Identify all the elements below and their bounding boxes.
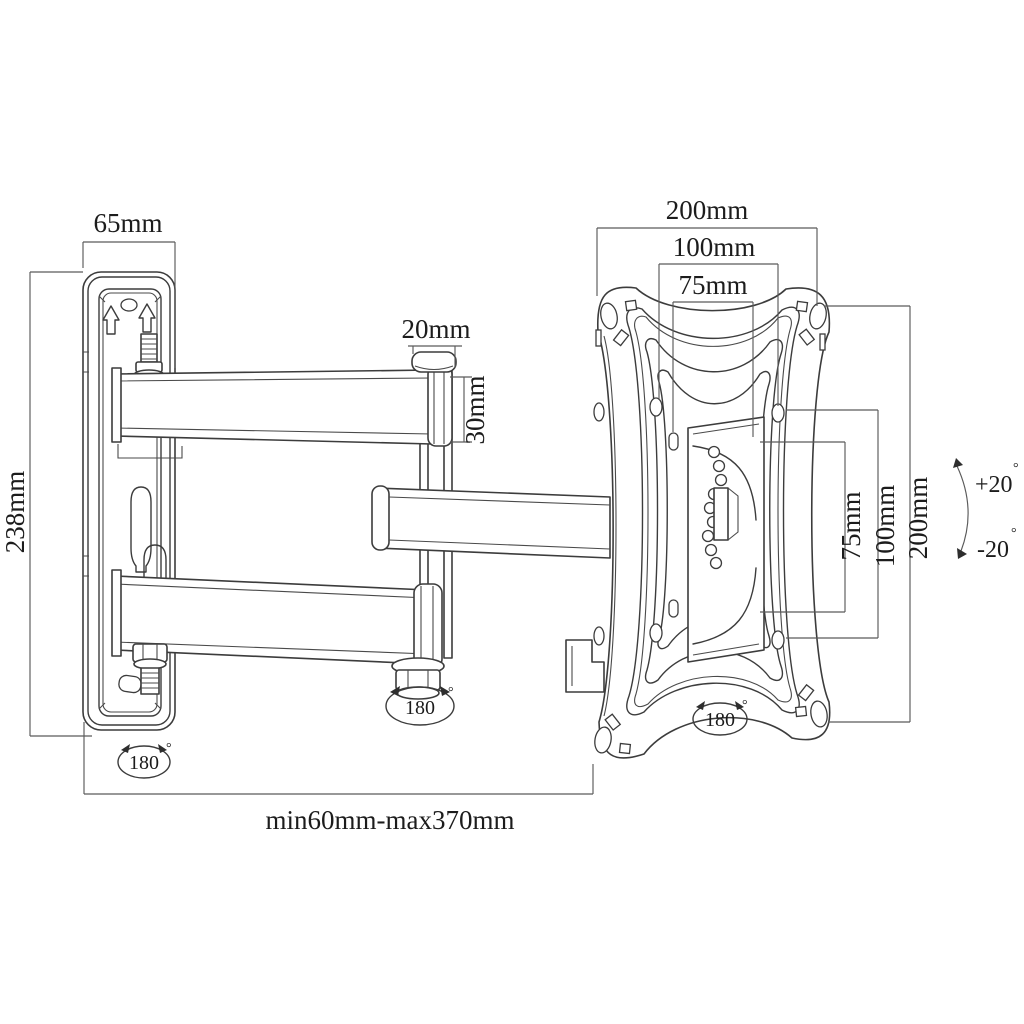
dim-label-100mm-top: 100mm	[673, 232, 756, 262]
dim-vesa-width-75: 75mm	[672, 270, 754, 437]
degree-symbol: °	[742, 698, 748, 713]
vesa-plate	[593, 286, 831, 759]
dim-label-200mm-right: 200mm	[903, 477, 933, 560]
keyhole-slot	[130, 486, 152, 573]
dim-vesa-height-100: 100mm	[786, 409, 900, 639]
dim-label-100mm-right: 100mm	[870, 485, 900, 568]
swivel-wall-label: 180	[129, 752, 159, 774]
dim-extension-range: min60mm-max370mm	[83, 722, 594, 835]
dim-arm-thickness: 30mm	[450, 375, 490, 445]
swivel-indicator-wall: 180 °	[117, 741, 172, 779]
plate-bottom-slot	[118, 674, 142, 694]
plate-oval-hole	[120, 298, 138, 312]
dim-vesa-height-75: 75mm	[760, 441, 866, 613]
vesa-100-holes	[593, 397, 785, 650]
tilt-indicator: +20 ° -20 °	[953, 458, 1019, 563]
dim-label-75mm-right: 75mm	[836, 491, 866, 560]
degree-symbol: °	[166, 741, 172, 756]
locking-hook	[565, 639, 605, 693]
dim-label-75mm-top: 75mm	[678, 270, 747, 300]
lower-arm-bolt	[132, 643, 168, 695]
dim-label-65mm: 65mm	[93, 208, 162, 238]
dim-label-200mm-top: 200mm	[666, 195, 749, 225]
dim-wall-plate-height: 238mm	[0, 271, 92, 737]
extension-arm	[371, 485, 611, 559]
tilt-up-label: +20	[975, 472, 1013, 498]
up-arrow-icon	[102, 303, 156, 335]
dim-vesa-height-200: 200mm	[824, 305, 933, 723]
upper-arm	[111, 351, 457, 459]
swivel-indicator-arm: 180 °	[385, 685, 455, 726]
dim-label-20mm: 20mm	[401, 314, 470, 344]
dim-vesa-width-100: 100mm	[658, 232, 779, 406]
corner-holes	[594, 299, 828, 755]
degree-symbol: °	[448, 685, 454, 700]
pivot-cap	[411, 351, 457, 373]
dim-label-238mm: 238mm	[0, 471, 30, 554]
tilt-ratchet-panel	[687, 416, 765, 663]
tilt-down-label: -20	[977, 537, 1009, 563]
degree-symbol: °	[1013, 461, 1019, 476]
swivel-indicator-plate: 180 °	[692, 698, 748, 736]
dim-label-extension: min60mm-max370mm	[266, 805, 515, 835]
dim-vesa-width-200: 200mm	[596, 195, 818, 306]
swivel-arm-label: 180	[405, 697, 435, 719]
dim-arm-joint-width: 20mm	[401, 314, 471, 368]
post-bottom-nut	[391, 657, 445, 700]
swivel-plate-label: 180	[705, 709, 735, 731]
degree-symbol: °	[1011, 526, 1017, 541]
dim-label-30mm: 30mm	[460, 375, 490, 444]
dim-wall-plate-width: 65mm	[82, 208, 176, 368]
